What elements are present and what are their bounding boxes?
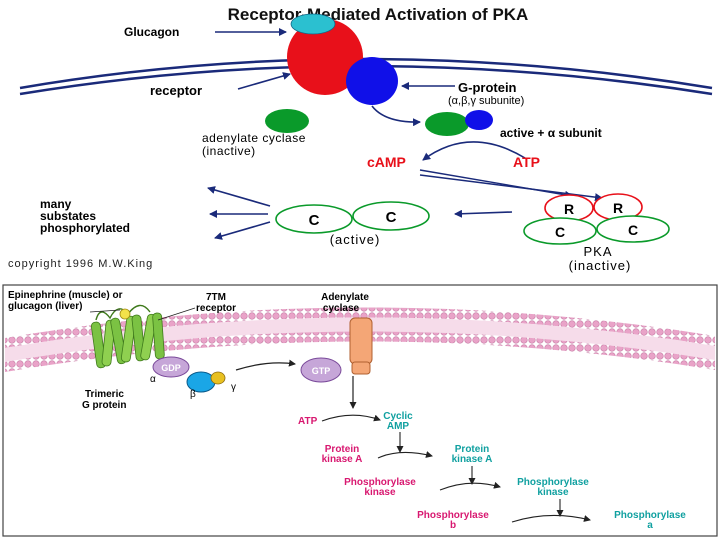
phosphorylase-kinase-inactive-2: kinase <box>364 487 396 498</box>
active-c-subunit-right <box>352 201 430 231</box>
protein-kinase-a-active-2: kinase A <box>452 454 493 465</box>
pka-dissociation-arrow <box>454 209 513 218</box>
protein-kinase-a-active-1: Protein <box>455 444 489 455</box>
pka-inactive-label: (inactive) <box>569 258 632 273</box>
beta-label: β <box>190 389 196 400</box>
many-label: many <box>40 197 72 211</box>
g-protein-subunit-label: (α,β,γ subunite) <box>448 95 524 107</box>
gdp-label: GDP <box>161 363 181 373</box>
lipid-bilayer-top-heads <box>5 307 715 348</box>
c-to-substrate-arrow-3 <box>214 221 271 240</box>
phosphorylase-b-label-1: Phosphorylase <box>417 510 489 521</box>
phosphorylated-label: phosphorylated <box>40 221 130 235</box>
pka-c-subunit-right <box>596 215 670 243</box>
adenylate-cyclase-label: adenylate cyclase <box>202 131 306 145</box>
g-protein-label: G-protein <box>458 80 517 95</box>
top-panel: Receptor-Mediated Activation of PKA Gluc… <box>8 5 713 273</box>
substates-label: substates <box>40 209 96 223</box>
gtp-label: GTP <box>312 366 331 376</box>
alpha-label: α <box>150 374 156 385</box>
camp-to-pka-arrow-1 <box>419 169 573 199</box>
seven-tm-label-1: 7TM <box>206 292 226 303</box>
adenylate-cyclase-inactive-shape <box>265 109 309 133</box>
camp-label: cAMP <box>367 154 406 170</box>
pka-r-right-letter: R <box>613 200 623 216</box>
pka-c-subunit-left <box>523 217 597 245</box>
atp-to-camp-arrow <box>422 141 526 161</box>
atp-to-camp-bottom-arrow <box>321 414 381 422</box>
seven-tm-label-2: receptor <box>196 303 236 314</box>
phosphorylase-a-label-2: a <box>647 520 653 531</box>
active-paren-label: (active) <box>330 232 381 247</box>
receptor-label: receptor <box>150 83 202 98</box>
active-c-subunit-left <box>275 204 353 234</box>
adenylate-cyclase-shape <box>349 317 373 365</box>
glucagon-shape <box>290 13 336 35</box>
active-alpha-label: active + α subunit <box>500 126 602 140</box>
phosphorylase-kinase-inactive-1: Phosphorylase <box>344 477 416 488</box>
phosphorylase-kinase-active-2: kinase <box>537 487 569 498</box>
pka-c-right-letter: C <box>628 222 638 238</box>
phk-activation-arrow <box>439 481 501 491</box>
phosphorylase-kinase-active-1: Phosphorylase <box>517 477 589 488</box>
epinephrine-label-2: glucagon (liver) <box>8 301 82 312</box>
g-alpha-gdp-shape <box>152 356 190 378</box>
seven-tm-pointer <box>157 307 196 321</box>
phosphorylase-b-label-2: b <box>450 520 456 531</box>
camp-to-pka-arrow-2 <box>419 174 603 202</box>
alpha-subunit-shape <box>465 110 493 130</box>
active-cyclase-shape <box>425 112 469 136</box>
cyclase-activation-arrow <box>371 105 421 127</box>
g-gamma-shape <box>210 371 226 385</box>
adenylate-cyclase-label-2: cyclase <box>323 303 360 314</box>
seven-tm-receptor <box>90 304 165 369</box>
adenylate-cyclase-label-1: Adenylate <box>321 292 369 303</box>
trimeric-label-2: G protein <box>82 400 126 411</box>
active-c-left-letter: C <box>309 212 320 229</box>
pka-activation-arrow <box>377 451 433 459</box>
trimeric-label-1: Trimeric <box>85 389 124 400</box>
g-activation-arrow <box>235 359 296 371</box>
cyclic-amp-label-2: AMP <box>387 421 410 432</box>
atp-bottom-label: ATP <box>298 416 318 427</box>
pka-r-left-letter: R <box>564 201 574 217</box>
active-c-right-letter: C <box>386 209 397 226</box>
receptor-arrow <box>237 72 291 90</box>
pka-c-left-letter: C <box>555 224 565 240</box>
glucagon-label: Glucagon <box>124 25 179 39</box>
epinephrine-label-1: Epinephrine (muscle) or <box>8 290 123 301</box>
adenylate-cyclase-lower <box>351 361 371 375</box>
receptor-shape <box>287 19 363 95</box>
phosphorylase-activation-arrow <box>511 514 591 523</box>
g-alpha-gtp-shape <box>300 357 342 383</box>
lipid-bilayer-tails <box>5 317 715 362</box>
epinephrine-pointer <box>89 309 121 313</box>
copyright-label: copyright 1996 M.W.King <box>8 258 153 270</box>
lipid-bilayer-bottom-heads <box>5 331 715 372</box>
top-title: Receptor-Mediated Activation of PKA <box>228 5 529 24</box>
gamma-label: γ <box>231 382 236 393</box>
bottom-panel: GDP α β γ GTP Epinephrine (muscle) or gl… <box>2 284 718 537</box>
g-protein-shape <box>346 57 398 105</box>
protein-kinase-a-inactive-2: kinase A <box>322 454 363 465</box>
adenylate-cyclase-inactive-label: (inactive) <box>202 144 256 158</box>
cyclic-amp-label-1: Cyclic <box>383 411 413 422</box>
protein-kinase-a-inactive-1: Protein <box>325 444 359 455</box>
atp-label: ATP <box>513 154 540 170</box>
pka-label: PKA <box>583 244 612 259</box>
phosphorylase-a-label-1: Phosphorylase <box>614 510 686 521</box>
c-to-substrate-arrow-1 <box>207 186 271 207</box>
